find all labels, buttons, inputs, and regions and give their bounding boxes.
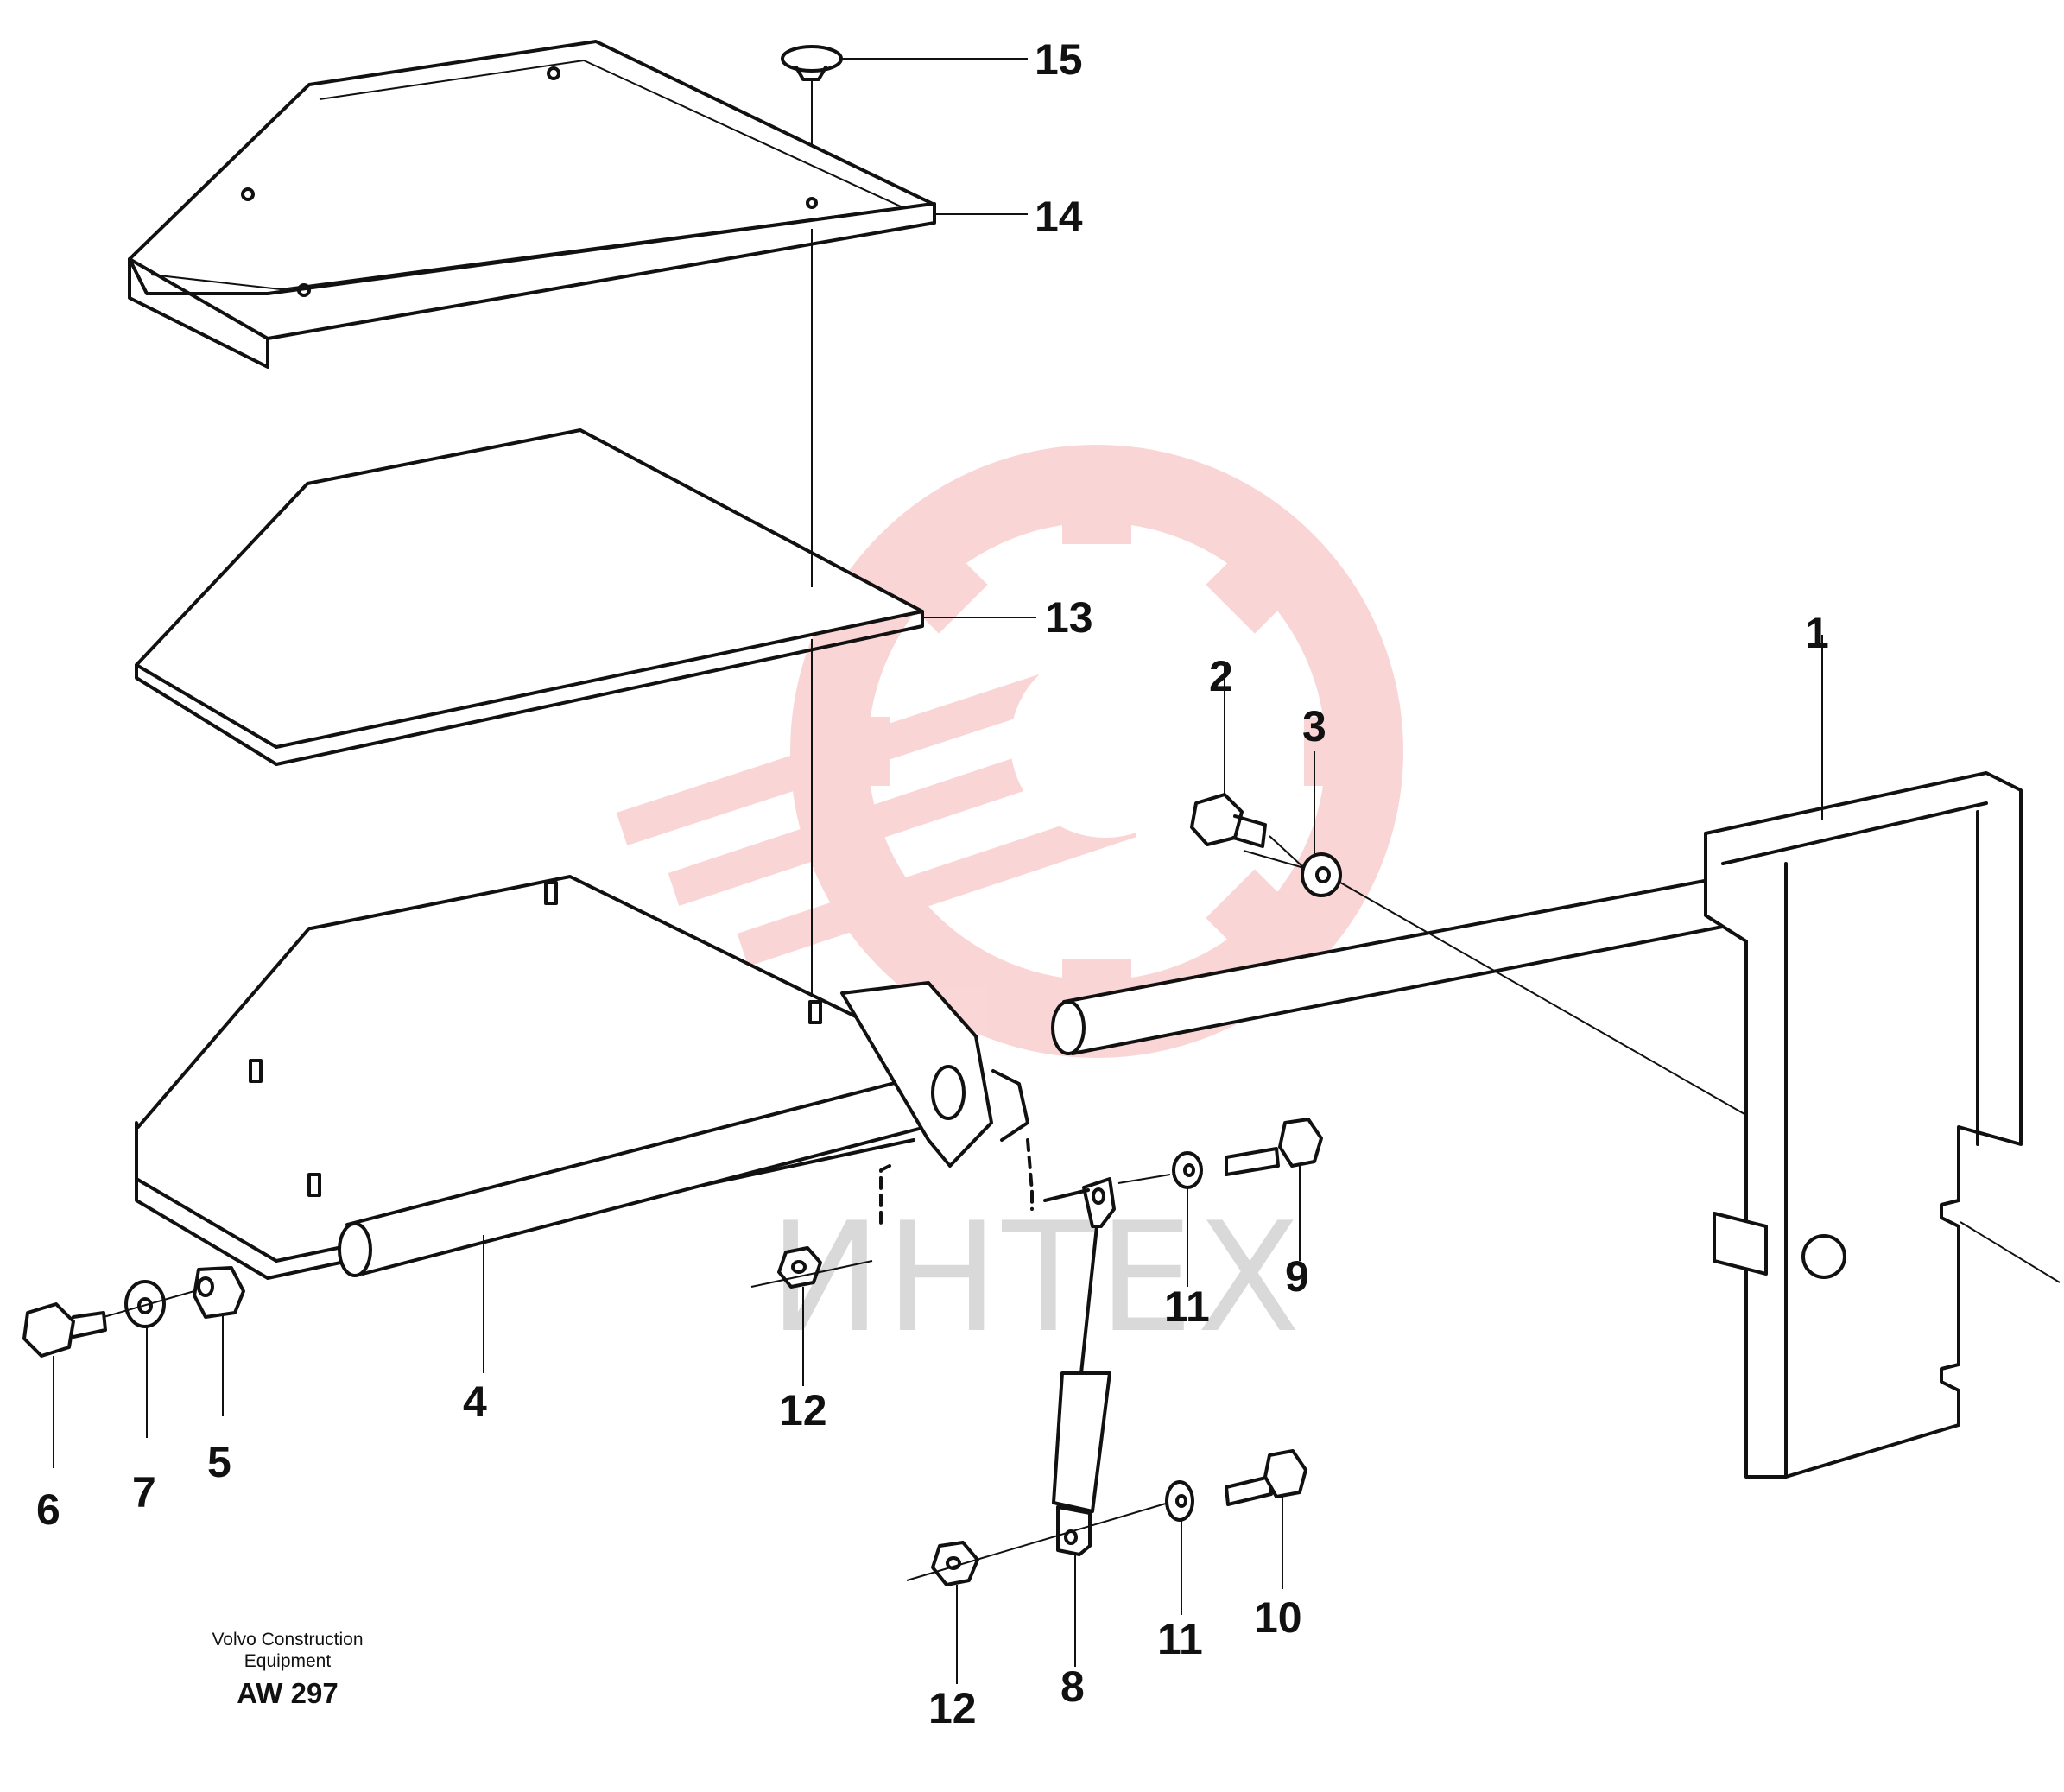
gas-strut-part-8 [1043, 1174, 1171, 1667]
spacer-part-5 [103, 1266, 245, 1416]
cover-plate-part-14 [128, 40, 1028, 369]
callout-6: 6 [36, 1485, 60, 1534]
frame-part-1 [1704, 635, 2061, 1479]
callout-8: 8 [1060, 1662, 1085, 1711]
callout-11-lower: 11 [1157, 1615, 1203, 1663]
washer-part-11-lower [1165, 1480, 1194, 1615]
base-plate-assembly [135, 875, 1034, 1373]
washer-part-3 [1269, 751, 1342, 897]
callout-11-upper: 11 [1164, 1282, 1210, 1331]
washer-part-11-upper [1172, 1151, 1203, 1287]
caption-line-1: Volvo Construction [212, 1630, 363, 1650]
watermark-text: ИНТЕХ [769, 1191, 1304, 1366]
nut-part-12-lower [906, 1498, 1184, 1684]
callout-7: 7 [132, 1468, 156, 1517]
bolt-part-9 [1225, 1118, 1323, 1261]
caption-line-2: Equipment [244, 1651, 332, 1671]
plate-part-13 [135, 229, 1036, 1002]
callout-4: 4 [463, 1377, 487, 1426]
bolt-part-2 [1190, 665, 1267, 848]
callout-14: 14 [1035, 193, 1083, 241]
washer-part-7 [124, 1280, 166, 1438]
callout-12-lower: 12 [928, 1684, 977, 1732]
callout-1: 1 [1805, 609, 1829, 657]
caption-code: AW 297 [237, 1677, 338, 1709]
caption-block: Volvo Construction Equipment AW 297 [212, 1630, 363, 1709]
callout-15: 15 [1035, 35, 1083, 84]
callout-12-upper: 12 [779, 1386, 827, 1434]
callout-9: 9 [1285, 1252, 1309, 1301]
callout-3: 3 [1302, 702, 1326, 750]
callout-2: 2 [1209, 652, 1233, 700]
bolt-part-10 [1225, 1449, 1307, 1589]
callout-10: 10 [1254, 1593, 1302, 1642]
callout-5: 5 [207, 1438, 231, 1486]
callout-labels: 1 2 3 4 5 6 7 8 9 10 11 11 12 12 13 14 1… [36, 35, 1829, 1732]
knob-part-15 [781, 45, 1028, 203]
nut-part-12-upper [750, 1246, 873, 1386]
bolt-part-6 [22, 1302, 107, 1468]
callout-13: 13 [1045, 593, 1093, 642]
